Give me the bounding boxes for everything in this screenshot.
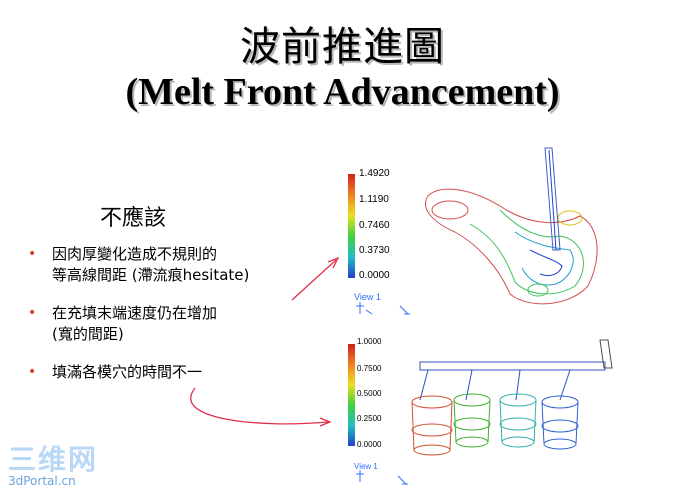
scale-tick-label: 1.4920 (359, 168, 390, 179)
bullet-line: (寬的間距) (52, 325, 124, 343)
bullet-line: 因肉厚變化造成不規則的 (52, 245, 218, 263)
arrow-icon (190, 256, 340, 427)
scale-tick-label: 0.0000 (357, 440, 382, 449)
watermark-text: 三维网 (8, 443, 99, 476)
axis-triad-icon (356, 302, 410, 485)
bullet-line: 在充填末端速度仍在增加 (52, 304, 218, 322)
bullet-item: • 因肉厚變化造成不規則的 等高線間距 (滯流痕hesitate) (28, 244, 328, 286)
bullet-item: • 填滿各模穴的時間不一 (28, 362, 328, 383)
watermark-logo: 三维网 3dPortal.cn (8, 443, 99, 489)
bullet-line: 等高線間距 (滯流痕hesitate) (52, 266, 250, 284)
top-part-model (425, 147, 598, 305)
cavity-4 (541, 395, 579, 450)
bullet-dot-icon: • (28, 364, 37, 380)
cavity-2 (453, 393, 491, 448)
page-title-chinese: 波前推進圖 (240, 24, 445, 70)
section-heading: 不應該 (100, 206, 167, 231)
color-scale-bar-top (348, 174, 355, 278)
scale-tick-label: 0.2500 (357, 414, 382, 423)
scale-tick-label: 1.1190 (359, 194, 389, 205)
bullet-dot-icon: • (28, 246, 37, 262)
watermark-url: 3dPortal.cn (8, 474, 76, 488)
scale-tick-label: 1.0000 (357, 337, 382, 346)
cavity-1 (411, 395, 453, 456)
color-scale-bar-bottom (348, 344, 355, 446)
bullet-list: • 因肉厚變化造成不規則的 等高線間距 (滯流痕hesitate) • 在充填末… (28, 244, 328, 400)
scale-tick-label: 0.7460 (359, 220, 390, 231)
scale-tick-label: 0.5000 (357, 389, 382, 398)
scale-tick-label: 0.7500 (357, 364, 382, 373)
bullet-line: 填滿各模穴的時間不一 (52, 363, 203, 381)
cavity-3 (499, 393, 537, 448)
bullet-item: • 在充填末端速度仍在增加 (寬的間距) (28, 303, 328, 345)
scale-tick-label: 0.0000 (359, 270, 390, 281)
scale-tick-label: 0.3730 (359, 245, 390, 256)
bullet-dot-icon: • (28, 305, 37, 321)
bottom-part-model (411, 339, 613, 456)
view-label: View 1 (354, 292, 381, 302)
page-title-english: (Melt Front Advancement) (125, 71, 560, 113)
view-label: View 1 (354, 462, 378, 471)
